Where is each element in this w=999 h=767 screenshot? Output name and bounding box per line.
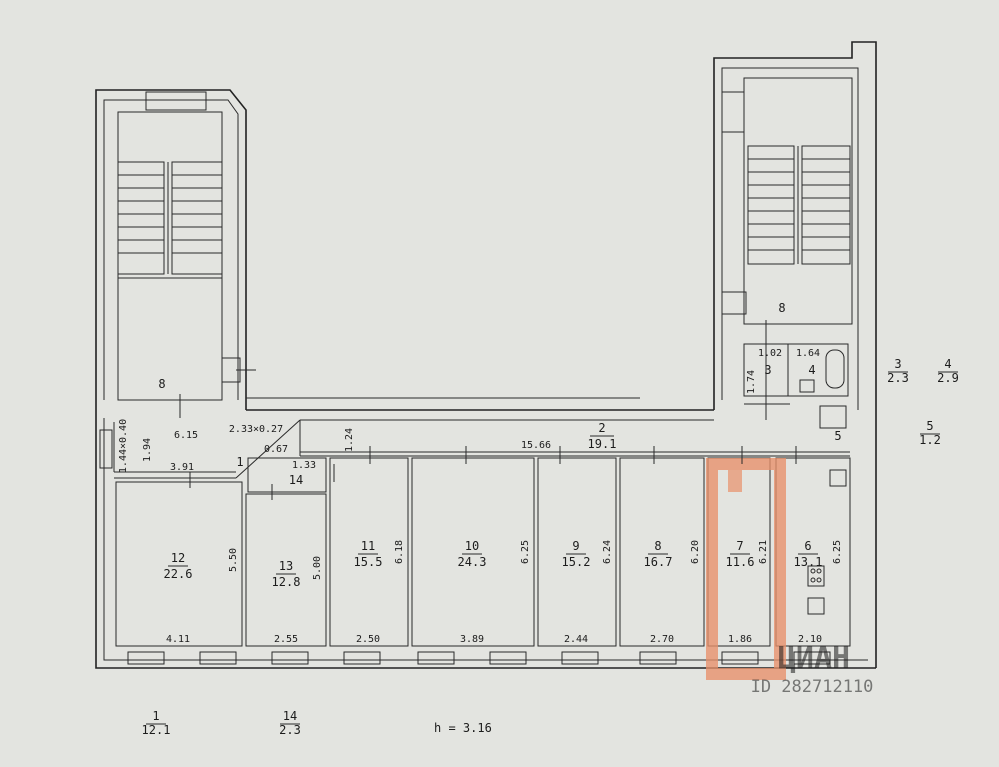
room-13-outline (245, 493, 327, 647)
room-12-area: 22.6 (164, 567, 193, 581)
dim-4-11: 4.11 (166, 634, 190, 645)
dim-1-02: 1.02 (758, 348, 782, 359)
stair-right-number: 8 (778, 301, 785, 315)
dim-6-15: 6.15 (174, 430, 198, 441)
room-10-number: 10 (465, 539, 479, 553)
dim-6-20: 6.20 (690, 540, 701, 564)
legend: 1 12.1 14 2.3 h = 3.16 (142, 709, 492, 737)
watermark-brand: ЦИАН (778, 641, 850, 676)
room-8-outline (619, 457, 705, 647)
dim-6-25-a: 6.25 (520, 540, 531, 564)
dim-3-91: 3.91 (170, 462, 194, 473)
dim-2-33: 2.33×0.27 (229, 424, 283, 435)
dim-3-89: 3.89 (460, 634, 484, 645)
dim-2-44: 2.44 (564, 634, 588, 645)
room-6-number: 6 (804, 539, 811, 553)
room-11-outline (329, 457, 409, 647)
room-13-area: 12.8 (272, 575, 301, 589)
wc-5-number: 5 (834, 429, 841, 443)
room-11-area: 15.5 (354, 555, 383, 569)
dim-2-50: 2.50 (356, 634, 380, 645)
windows (127, 651, 831, 665)
dim-1-74: 1.74 (746, 370, 757, 394)
left-stair-block (95, 89, 247, 410)
ceiling-height: h = 3.16 (434, 721, 492, 735)
dim-6-21: 6.21 (758, 540, 769, 564)
dim-2-55: 2.55 (274, 634, 298, 645)
dim-1-24: 1.24 (344, 428, 355, 452)
room-8-area: 16.7 (644, 555, 673, 569)
door-ticks (179, 369, 797, 500)
legend-room-1-area: 12.1 (142, 723, 171, 737)
room-4-area: 2.9 (937, 371, 959, 385)
room-6-area: 13.1 (794, 555, 823, 569)
room-10-area: 24.3 (458, 555, 487, 569)
room-3-number: 3 (894, 357, 901, 371)
room-labels: 12 22.6 13 12.8 11 15.5 10 24.3 9 15.2 8… (158, 301, 958, 589)
corridor-walls (114, 419, 850, 479)
dim-15-66: 15.66 (521, 440, 551, 451)
right-stair-treads (747, 145, 851, 265)
hall-14-number: 14 (289, 473, 303, 487)
room-8-number: 8 (654, 539, 661, 553)
legend-room-1-number: 1 (152, 709, 159, 723)
room-7-number: 7 (736, 539, 743, 553)
dim-1-64: 1.64 (796, 348, 820, 359)
room-5-number: 5 (926, 419, 933, 433)
dim-6-18: 6.18 (394, 540, 405, 564)
watermark: ЦИАН ID 282712110 (751, 641, 874, 697)
room-9-area: 15.2 (562, 555, 591, 569)
dim-2-10: 2.10 (798, 634, 822, 645)
room-3-area: 2.3 (887, 371, 909, 385)
dim-2-70: 2.70 (650, 634, 674, 645)
room-14-outline (247, 457, 327, 493)
legend-room-14-number: 14 (283, 709, 297, 723)
room-4-number: 4 (944, 357, 951, 371)
main-walls (95, 397, 876, 669)
stair-left-number: 8 (158, 377, 165, 391)
room-9-number: 9 (572, 539, 579, 553)
right-stair-block (713, 41, 877, 668)
dim-5-00: 5.00 (312, 556, 323, 580)
stove-icon (807, 469, 847, 615)
wc-3-number: 3 (764, 363, 771, 377)
dim-0-67: 0.67 (264, 444, 288, 455)
room-2-area: 19.1 (588, 437, 617, 451)
room-7-highlight (706, 458, 786, 680)
room-11-number: 11 (361, 539, 375, 553)
dim-6-25-b: 6.25 (832, 540, 843, 564)
dim-1-86: 1.86 (728, 634, 752, 645)
wc-block (743, 320, 849, 429)
room-10-outline (411, 457, 535, 647)
room-9-outline (537, 457, 617, 647)
watermark-id: ID 282712110 (751, 677, 874, 697)
room-12-outline (115, 481, 243, 647)
dim-6-24: 6.24 (602, 540, 613, 564)
legend-room-14-area: 2.3 (279, 723, 301, 737)
hall-1-number: 1 (236, 455, 243, 469)
left-stair-treads (117, 161, 223, 275)
room-7-area: 11.6 (726, 555, 755, 569)
dimensions: 6.15 2.33×0.27 0.67 1.33 1.24 15.66 1.94… (118, 348, 843, 645)
room-12-number: 12 (171, 551, 185, 565)
room-5-area: 1.2 (919, 433, 941, 447)
room-2-number: 2 (598, 421, 605, 435)
wc-4-number: 4 (808, 363, 815, 377)
dim-1-33: 1.33 (292, 460, 316, 471)
room-7-highlight-notch (728, 470, 742, 492)
dim-5-50: 5.50 (228, 548, 239, 572)
dim-1-44: 1.44×0.40 (118, 419, 129, 473)
dim-1-94: 1.94 (142, 438, 153, 462)
room-13-number: 13 (279, 559, 293, 573)
